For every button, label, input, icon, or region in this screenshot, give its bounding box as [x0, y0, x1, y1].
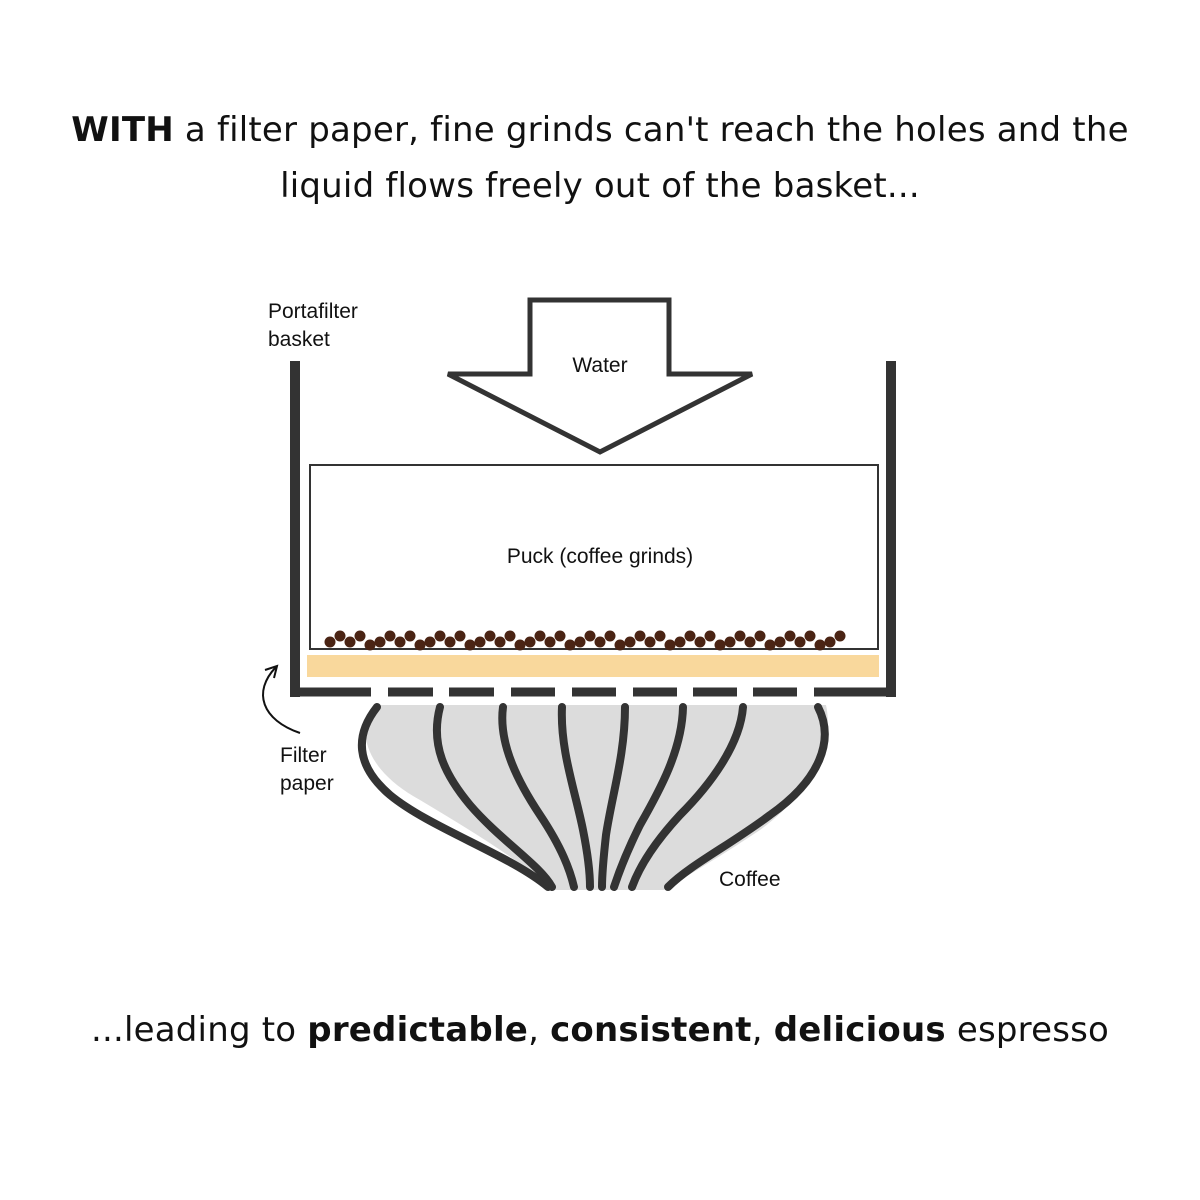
stream-line [628, 703, 747, 891]
coffee-flow [365, 705, 828, 890]
stream-line [357, 703, 552, 891]
coffee-grind [504, 630, 516, 642]
coffee-grind [544, 636, 556, 648]
label-filter-line1: Filter [280, 744, 327, 767]
coffee-grind [814, 639, 826, 651]
headline-line2-text: liquid flows freely out of the basket... [280, 166, 920, 206]
coffee-grind [424, 636, 436, 648]
headline-bottom: ...leading to predictable, consistent, d… [0, 1002, 1200, 1058]
coffee-grind [404, 630, 416, 642]
coffee-grind [384, 630, 396, 642]
portafilter-basket [290, 361, 896, 697]
coffee-grind [744, 636, 756, 648]
stream-line [664, 703, 829, 891]
coffee-grind [354, 630, 366, 642]
coffee-grind [364, 639, 376, 651]
coffee-grind [594, 636, 606, 648]
filter-paper-pointer [262, 666, 301, 734]
coffee-grind [764, 639, 776, 651]
label-puck: Puck (coffee grinds) [507, 545, 693, 568]
coffee-grind [434, 630, 446, 642]
coffee-grind [804, 630, 816, 642]
stream-line [432, 703, 556, 891]
coffee-stream-lines [357, 703, 829, 891]
headline-line1-text: a filter paper, fine grinds can't reach … [173, 110, 1129, 150]
coffee-grind [334, 630, 346, 642]
coffee-grind [824, 636, 836, 648]
coffee-grind [714, 639, 726, 651]
coffee-grind [474, 636, 486, 648]
coffee-grind [794, 636, 806, 648]
filter-paper-pointer-head [264, 664, 279, 679]
coffee-grind [614, 639, 626, 651]
stream-line [610, 703, 687, 891]
bottom-tail: espresso [945, 1010, 1110, 1050]
bottom-sep2: , [751, 1010, 774, 1050]
coffee-grind [514, 639, 526, 651]
coffee-grind [464, 639, 476, 651]
coffee-grind [664, 639, 676, 651]
coffee-grind [784, 630, 796, 642]
coffee-grind [754, 630, 766, 642]
label-basket-line2: basket [268, 328, 330, 351]
coffee-grind [524, 636, 536, 648]
label-basket-line1: Portafilter [268, 300, 358, 323]
puck [309, 464, 879, 650]
coffee-grind [774, 636, 786, 648]
coffee-grind [554, 630, 566, 642]
coffee-grind [414, 639, 426, 651]
coffee-grind [574, 636, 586, 648]
stream-line [498, 703, 578, 891]
coffee-grind [634, 630, 646, 642]
stream-line [557, 703, 594, 891]
coffee-grind [584, 630, 596, 642]
coffee-grind [834, 630, 846, 642]
coffee-grind [624, 636, 636, 648]
headline-emphasis: WITH [71, 110, 174, 150]
coffee-grind [654, 630, 666, 642]
coffee-grind [454, 630, 466, 642]
bottom-word-consistent: consistent [550, 1010, 752, 1050]
headline-top: WITH a filter paper, fine grinds can't r… [0, 102, 1200, 214]
coffee-grind [444, 636, 456, 648]
stream-line [598, 703, 629, 891]
coffee-grind [684, 630, 696, 642]
label-filter-line2: paper [280, 772, 334, 795]
coffee-grind [724, 636, 736, 648]
coffee-grind [704, 630, 716, 642]
coffee-grind [674, 636, 686, 648]
coffee-grind [324, 636, 336, 648]
water-arrow [446, 297, 754, 455]
coffee-grind [494, 636, 506, 648]
label-water: Water [572, 354, 627, 377]
coffee-grind [534, 630, 546, 642]
bottom-sep1: , [528, 1010, 551, 1050]
coffee-grind [694, 636, 706, 648]
bottom-lead: ...leading to [90, 1010, 308, 1050]
coffee-grind [374, 636, 386, 648]
coffee-grind [644, 636, 656, 648]
coffee-grind [734, 630, 746, 642]
coffee-grind [344, 636, 356, 648]
coffee-grind [394, 636, 406, 648]
coffee-grinds [324, 630, 846, 651]
bottom-word-delicious: delicious [773, 1010, 946, 1050]
coffee-grind [484, 630, 496, 642]
bottom-word-predictable: predictable [307, 1010, 529, 1050]
filter-paper [307, 655, 879, 677]
coffee-grind [604, 630, 616, 642]
label-coffee: Coffee [719, 868, 781, 891]
coffee-grind [564, 639, 576, 651]
